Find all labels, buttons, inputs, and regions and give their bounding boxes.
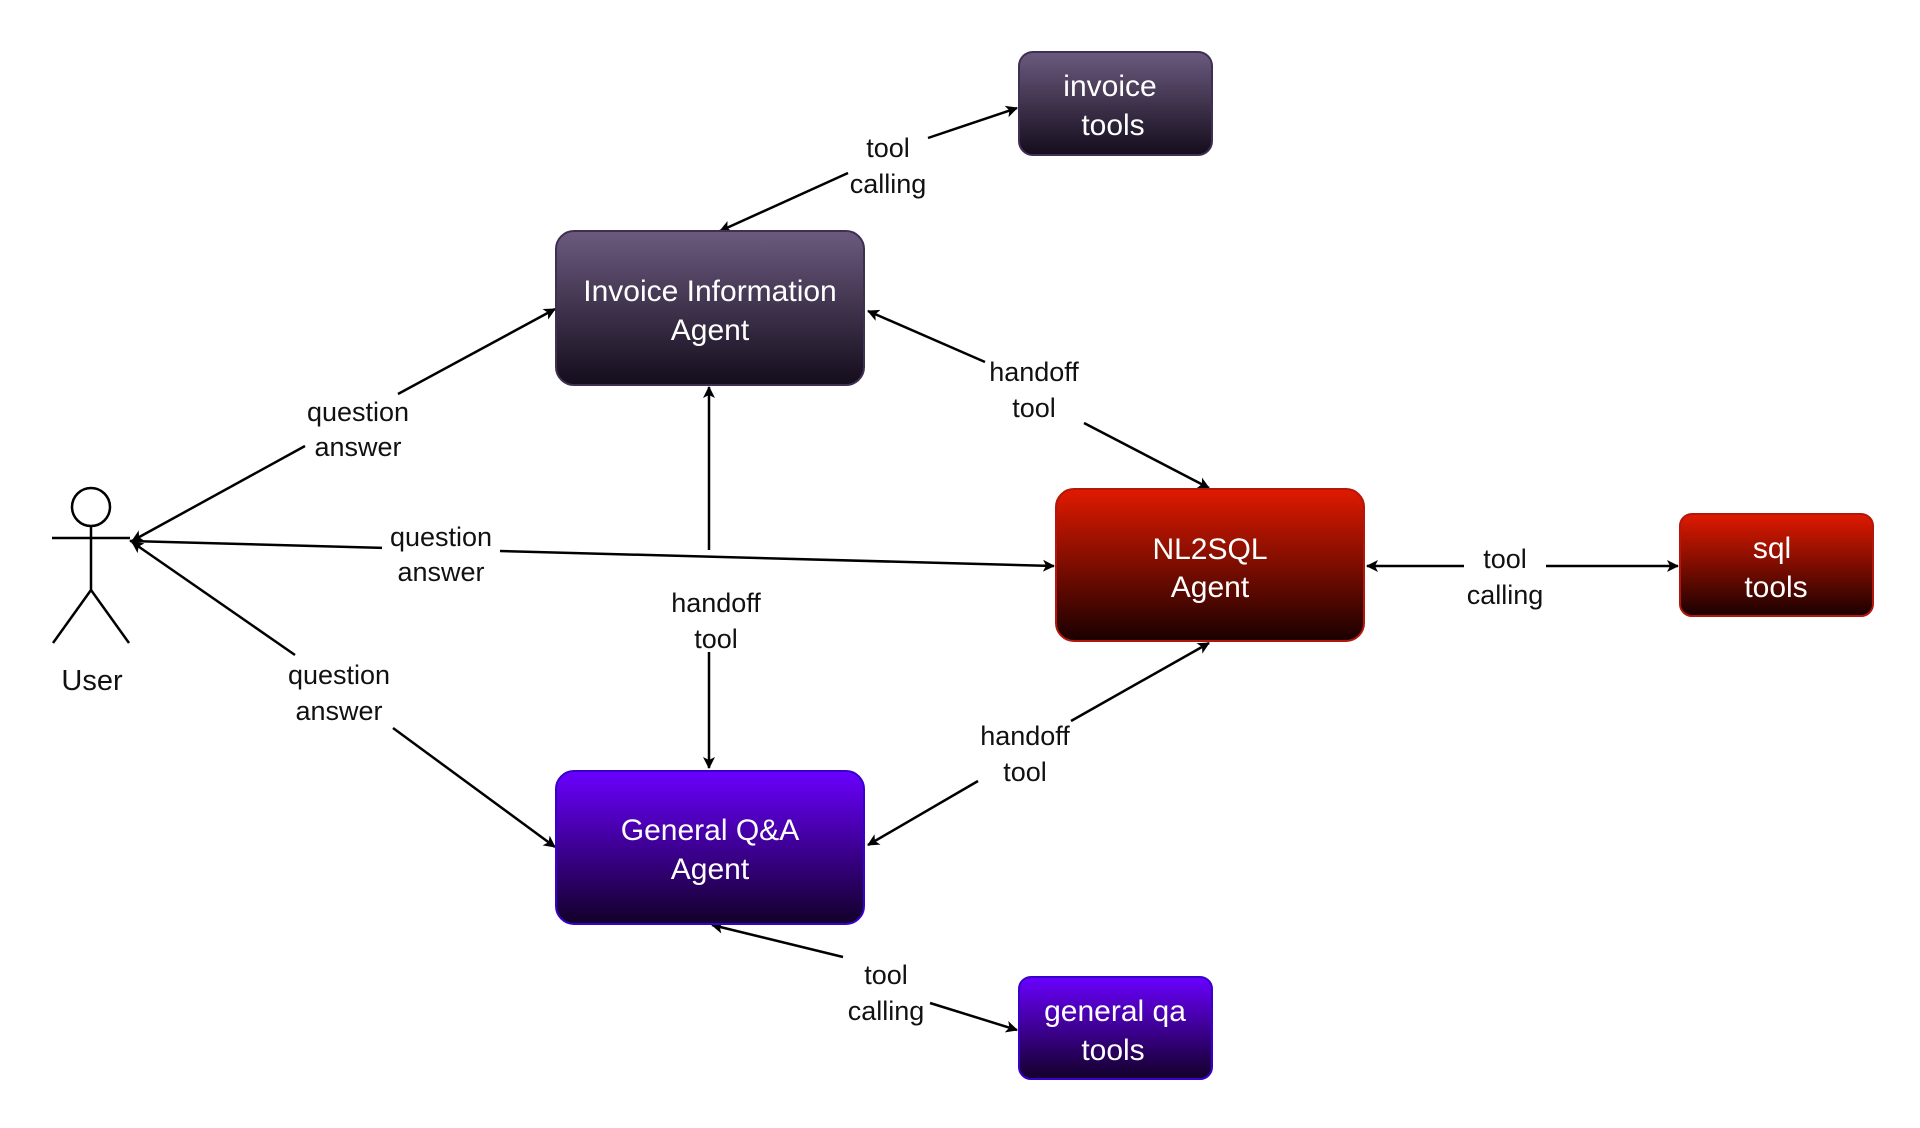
node-label-line2: Agent — [671, 314, 750, 347]
node-label-line1: sql — [1753, 532, 1791, 565]
node-invoice-information-agent[interactable]: Invoice Information Agent — [555, 230, 865, 386]
node-label-line1: NL2SQL — [1152, 533, 1267, 566]
node-invoice-tools[interactable]: invoice tools — [1018, 51, 1213, 156]
stick-figure-icon — [51, 486, 131, 644]
node-box — [1018, 51, 1213, 156]
node-nl2sql-agent[interactable]: NL2SQL Agent — [1055, 488, 1365, 642]
node-label-line1: general qa — [1044, 995, 1186, 1028]
node-label-line1: Invoice Information — [583, 275, 836, 308]
node-sql-tools[interactable]: sql tools — [1679, 513, 1874, 617]
node-box — [555, 770, 865, 925]
node-label-line2: Agent — [671, 853, 750, 886]
edge-label-question: question — [288, 660, 390, 690]
edge-general-nl2sql-handoff: handoff tool — [867, 641, 1210, 847]
edge-label-calling: calling — [848, 996, 925, 1026]
edge-nl2sql-sql-tool-calling: tool calling — [1366, 544, 1679, 610]
node-label-line2: tools — [1744, 571, 1807, 604]
edge-invoice-nl2sql-handoff: handoff tool — [867, 309, 1210, 490]
edge-label-tool: tool — [866, 133, 910, 163]
edge-label-tool: tool — [694, 624, 738, 654]
edge-label-tool: tool — [1483, 544, 1527, 574]
edge-invoice-general-handoff: handoff tool — [671, 386, 761, 769]
edge-label-handoff: handoff — [671, 588, 761, 618]
node-box — [1018, 976, 1213, 1080]
edge-label-answer: answer — [314, 432, 401, 462]
edge-label-calling: calling — [850, 169, 927, 199]
edge-label-question: question — [390, 522, 492, 552]
edge-label-handoff: handoff — [989, 357, 1079, 387]
edge-label-answer: answer — [397, 557, 484, 587]
node-label-line1: General Q&A — [621, 814, 799, 847]
node-label-line2: Agent — [1171, 571, 1250, 604]
node-label-line2: tools — [1081, 1034, 1144, 1067]
edge-label-background — [382, 518, 500, 588]
edge-general-tool-calling: tool calling — [711, 921, 1018, 1033]
node-general-qa-tools[interactable]: general qa tools — [1018, 976, 1213, 1080]
edge-user-general: question answer — [131, 540, 556, 849]
edge-label-answer: answer — [295, 696, 382, 726]
edge-label-handoff: handoff — [980, 721, 1070, 751]
edge-user-invoice: question answer — [131, 307, 556, 543]
node-box — [1679, 513, 1874, 617]
edge-invoice-tool-calling: tool calling — [719, 105, 1018, 233]
edge-label-tool: tool — [1012, 393, 1056, 423]
node-label-line2: tools — [1081, 109, 1144, 142]
edge-label-tool: tool — [1003, 757, 1047, 787]
node-label-line1: invoice — [1063, 70, 1156, 103]
node-box — [555, 230, 865, 386]
edge-user-nl2sql: question answer — [129, 518, 1055, 588]
edge-label-calling: calling — [1467, 580, 1544, 610]
actor-label: User — [61, 665, 123, 697]
user-actor[interactable]: User — [51, 486, 131, 697]
edge-label-tool: tool — [864, 960, 908, 990]
edge-label-question: question — [307, 397, 409, 427]
node-general-qa-agent[interactable]: General Q&A Agent — [555, 770, 865, 925]
node-box — [1055, 488, 1365, 642]
